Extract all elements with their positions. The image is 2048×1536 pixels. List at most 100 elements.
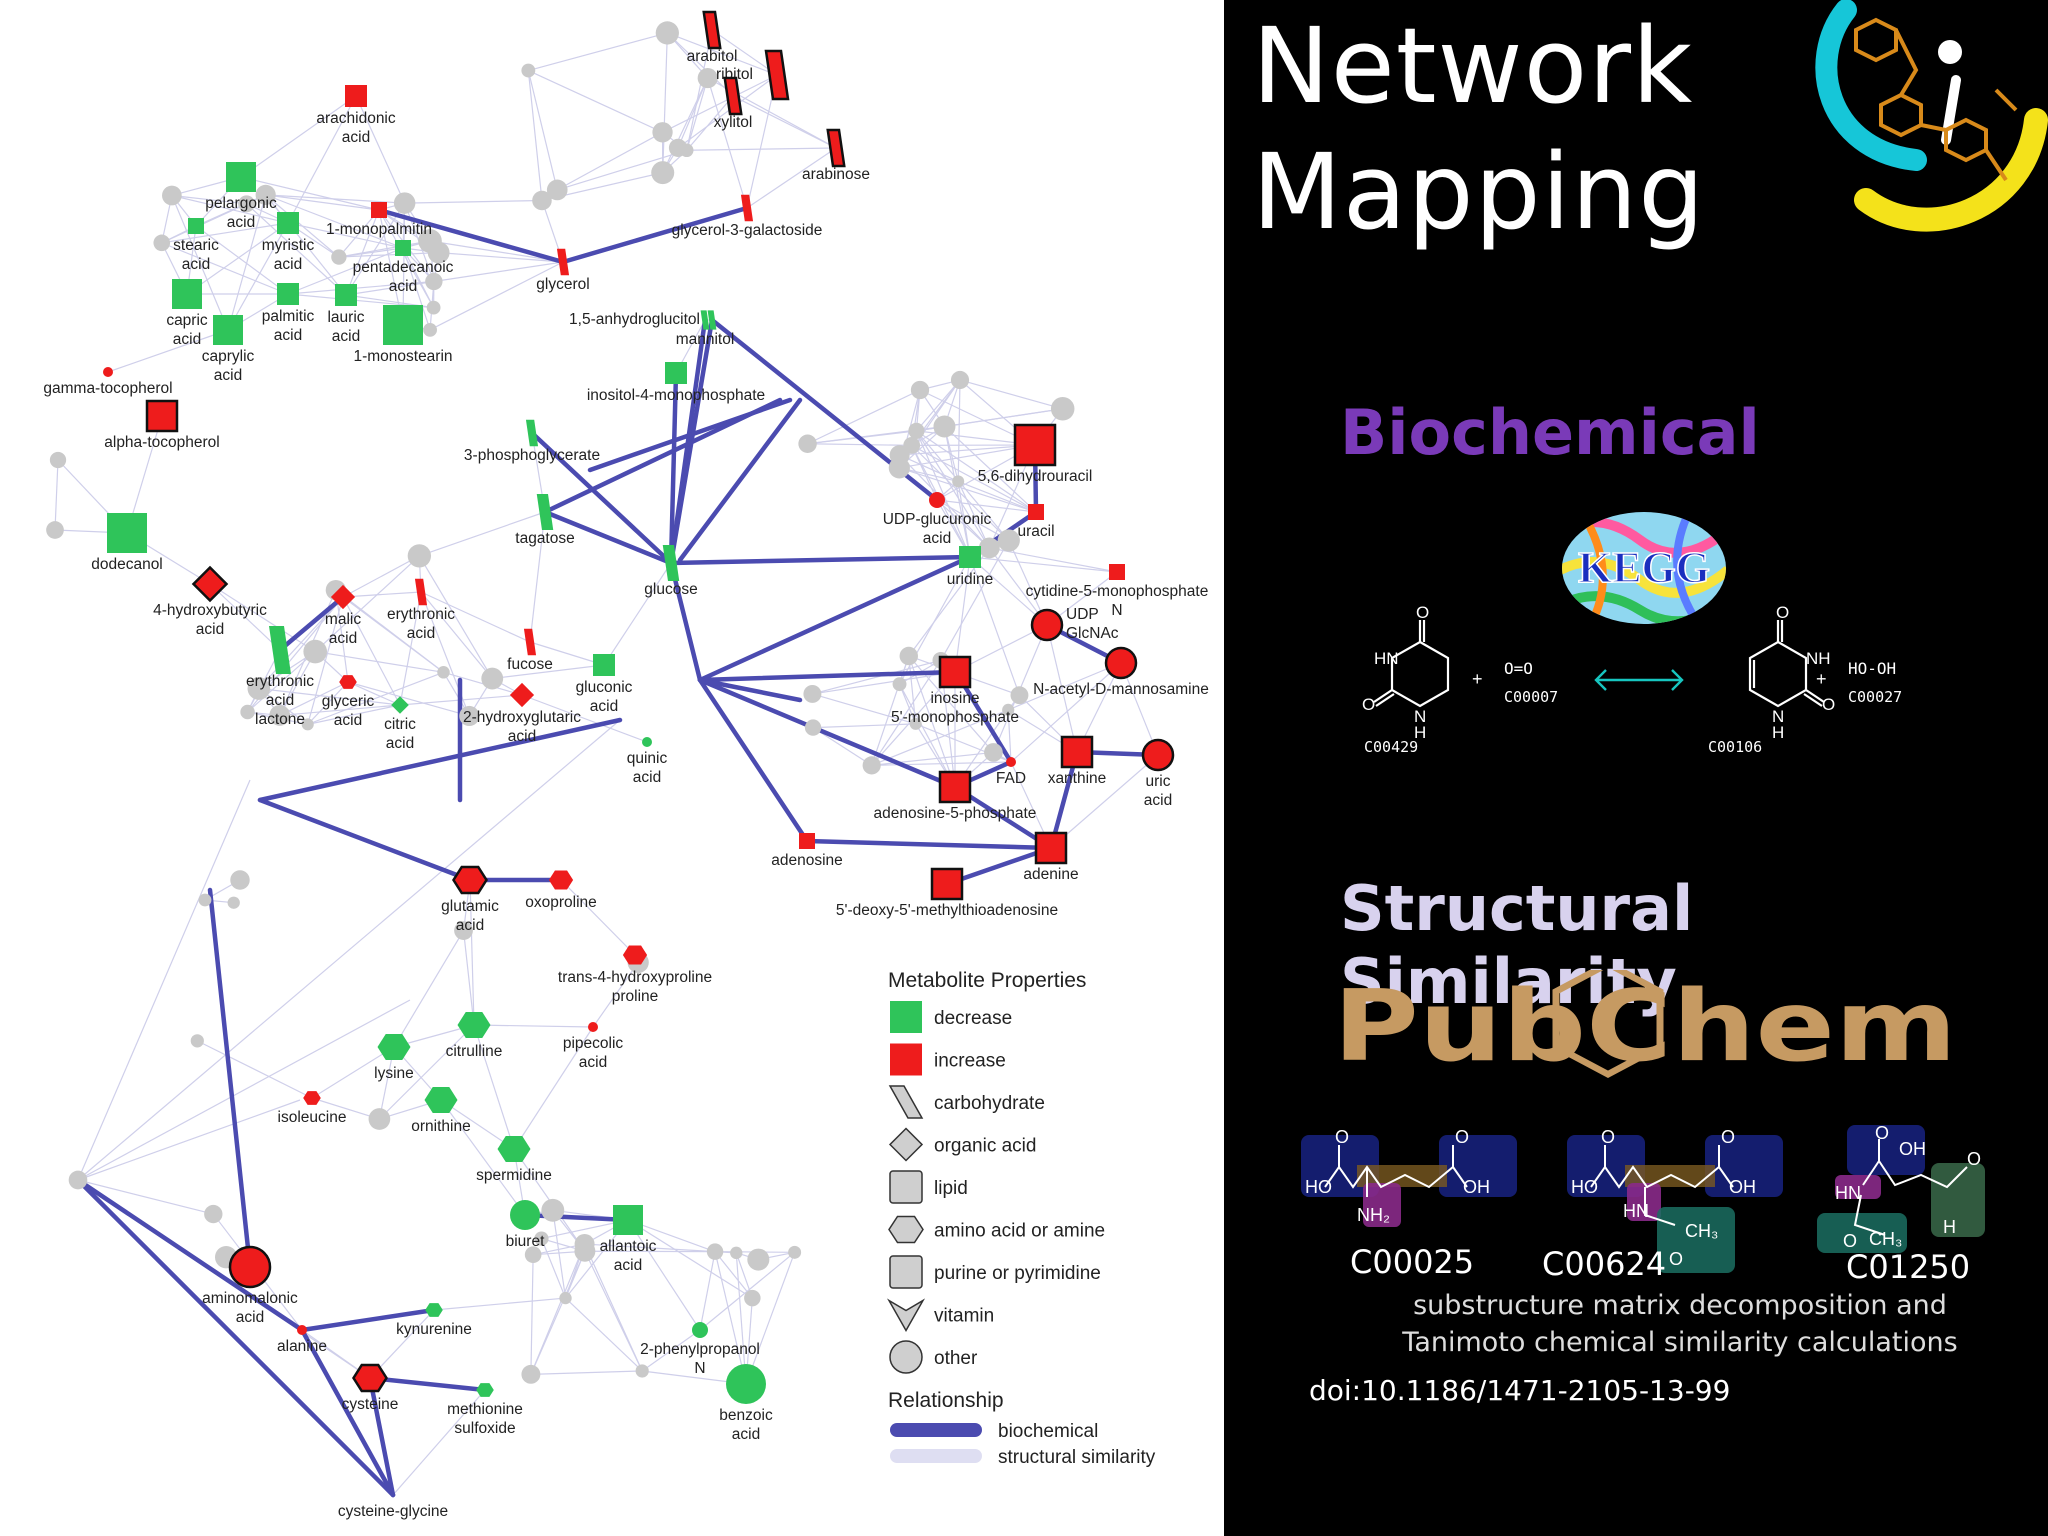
biochemical-edge (587, 397, 793, 473)
structural-edge (662, 74, 778, 133)
metabolite-label: glyceric (322, 693, 375, 710)
metabolite-node-anhydro[interactable]: 1,5-anhydroglucitol (569, 310, 717, 330)
metabolite-node-uracil[interactable]: uracil (1017, 504, 1055, 540)
structural-edge (957, 480, 1037, 513)
metabolite-node-tagatose[interactable]: tagatose (515, 494, 575, 547)
metabolite-node-amp[interactable]: adenosine-5-phosphate (874, 770, 1037, 822)
metabolite-node-inositol[interactable]: inositol-4-monophosphate (587, 362, 765, 404)
metabolite-node-mannitol[interactable]: mannitol (676, 310, 735, 348)
metabolite-node-xylitol[interactable]: xylitol (714, 76, 753, 131)
structural-edge (957, 379, 961, 482)
biochemical-edge (277, 594, 346, 653)
node-square-icon (665, 362, 687, 384)
metabolite-label: malic (325, 611, 361, 628)
metabolite-node-biuret[interactable]: biuret (506, 1200, 545, 1250)
metabolite-node-pg3[interactable]: 3-phosphoglycerate (464, 419, 600, 464)
structural-edge (557, 149, 687, 191)
svg-text:O: O (1822, 695, 1835, 714)
legend-item: amino acid or amine (888, 1215, 1105, 1244)
metabolite-node-atoco[interactable]: alpha-tocopherol (104, 399, 220, 451)
structural-edge (565, 1297, 643, 1372)
metabolite-node-monopalmitin[interactable]: 1-monopalmitin (326, 202, 432, 238)
biochemical-edge (677, 397, 803, 563)
structural-edge (287, 247, 404, 295)
metabolite-node-monostearin[interactable]: 1-monostearin (353, 305, 453, 365)
legend-item-label: carbohydrate (934, 1093, 1045, 1114)
doi-reference[interactable]: doi:10.1186/1471-2105-13-99 (1309, 1374, 1731, 1407)
metabolite-node-dhu[interactable]: 5,6-dihydrouracil (978, 423, 1093, 485)
metabolite-node-ornithine[interactable]: ornithine (411, 1087, 471, 1135)
unlabeled-metabolite-node (49, 451, 67, 469)
metabolite-node-lysine[interactable]: lysine (374, 1034, 414, 1082)
structural-edge (686, 77, 709, 151)
metabolite-node-xanthine[interactable]: xanthine (1048, 735, 1107, 787)
metabolite-label: acid (266, 692, 294, 709)
metabolite-node-glucose[interactable]: glucose (644, 545, 698, 598)
metabolite-node-g3g[interactable]: glycerol-3-galactoside (672, 194, 823, 239)
metabolite-label: spermidine (476, 1167, 552, 1184)
metabolite-node-mta[interactable]: 5'-deoxy-5'-methylthioadenosine (836, 867, 1058, 919)
metabolite-node-oxoproline[interactable]: oxoproline (525, 870, 597, 911)
metabolite-node-arabitol[interactable]: arabitol (687, 10, 738, 65)
metabolite-node-spermidine[interactable]: spermidine (476, 1136, 552, 1184)
node-hex-icon (497, 1136, 531, 1162)
structural-edge (662, 77, 709, 173)
metabolite-node-alanine[interactable]: alanine (277, 1325, 327, 1355)
metabolite-node-adenosine[interactable]: adenosine (771, 833, 843, 869)
metabolite-label: citric (384, 716, 416, 733)
metabolite-node-nacman[interactable]: N-acetyl-D-mannosamine (1033, 646, 1209, 698)
metabolite-node-gtoco[interactable]: gamma-tocopherol (43, 367, 173, 397)
metabolite-node-citrulline[interactable]: citrulline (446, 1012, 503, 1060)
pubchem-compound-1: C00025 (1350, 1243, 1475, 1281)
metabolite-node-isoleucine[interactable]: isoleucine (278, 1091, 347, 1126)
metabolite-node-uridine[interactable]: uridine (947, 546, 994, 588)
metabolite-node-kynurenine[interactable]: kynurenine (396, 1303, 472, 1338)
metabolite-node-glycerol[interactable]: glycerol (536, 248, 590, 293)
metabolite-label: glucose (644, 581, 697, 598)
metabolite-node-cysteine[interactable]: cysteine (342, 1363, 399, 1413)
legend-item-label: lipid (934, 1178, 968, 1199)
metabolite-node-cysgly[interactable]: cysteine-glycine (338, 1503, 448, 1520)
metabolite-node-arabinose[interactable]: arabinose (802, 128, 870, 183)
metabolite-node-fucose[interactable]: fucose (507, 628, 553, 673)
metabolite-node-dodecanol[interactable]: dodecanol (91, 513, 163, 573)
metabolite-node-fad[interactable]: FAD (996, 757, 1026, 787)
node-para-icon (764, 49, 790, 101)
metabolite-node-ribitol[interactable]: ribitol (716, 49, 790, 101)
node-hex-icon (476, 1383, 494, 1397)
svg-text:O: O (1455, 1127, 1469, 1147)
metabolite-node-adenine[interactable]: adenine (1023, 831, 1079, 883)
